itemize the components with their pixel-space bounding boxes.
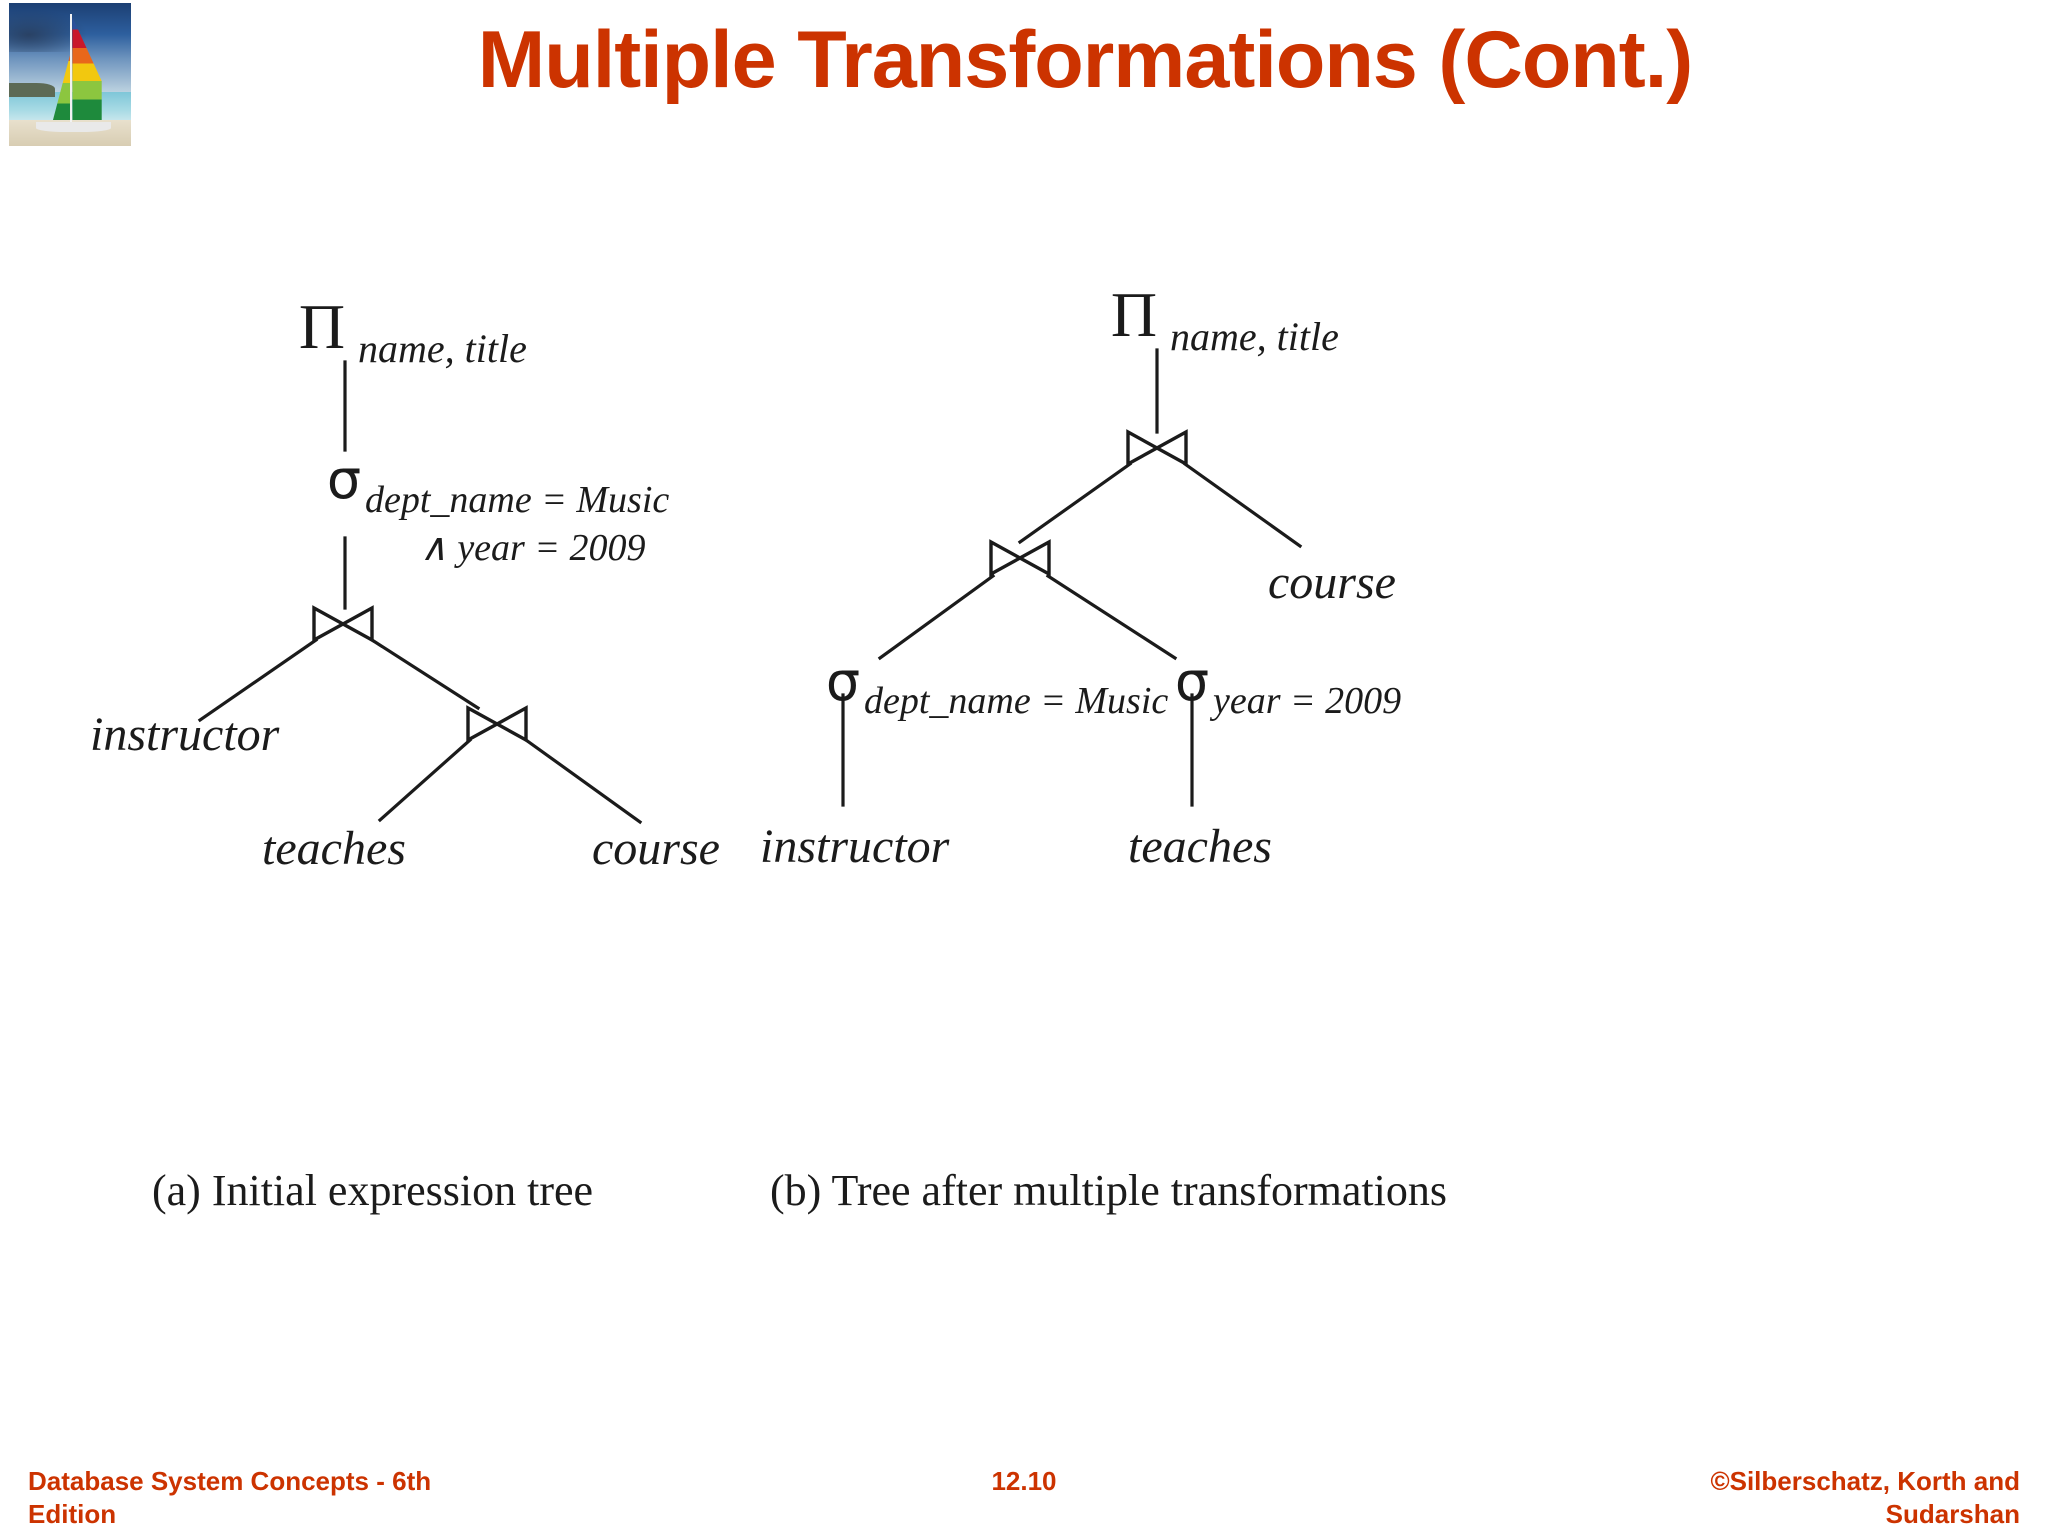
edge-b-joininner-selectdept xyxy=(877,573,996,661)
node-a-select-symbol: σ xyxy=(327,448,361,511)
logo-hull xyxy=(35,121,112,132)
node-a-select-subscript-line1: dept_name = Music xyxy=(365,479,669,521)
footer-book-title: Database System Concepts - 6th Edition xyxy=(28,1465,648,1530)
join-node-b-inner xyxy=(989,539,1051,577)
caption-transformed-tree: (b) Tree after multiple transformations xyxy=(770,1166,1447,1215)
slide-title: Multiple Transformations (Cont.) xyxy=(477,15,1693,105)
footer-page-number: 12.10 xyxy=(991,1466,1057,1496)
node-a-leaf-teaches: teaches xyxy=(262,822,406,875)
edge-a-join-instructor xyxy=(197,637,319,723)
footer-copyright: ©Silberschatz, Korth and Sudarshan xyxy=(1360,1465,2020,1530)
edge-a-joininner-course xyxy=(523,737,643,825)
edge-b-joininner-selectyear xyxy=(1045,573,1178,661)
slide-footer: Database System Concepts - 6th Edition 1… xyxy=(0,1465,2048,1536)
expression-trees-svg: Π name, title σ dept_name = Music ∧ year… xyxy=(90,279,1401,875)
logo-headland xyxy=(9,83,56,98)
logo-mast xyxy=(70,14,72,126)
node-a-project-subscript: name, title xyxy=(358,326,527,371)
edge-a-join-joininner xyxy=(369,637,481,711)
node-a-project-symbol: Π xyxy=(299,291,345,362)
edge-a-joininner-teaches xyxy=(377,737,473,823)
node-b-project-subscript: name, title xyxy=(1170,314,1339,359)
node-a-select-subscript-line2: ∧ year = 2009 xyxy=(420,527,645,569)
edge-b-join-joininner xyxy=(1017,461,1133,545)
node-b-project-symbol: Π xyxy=(1111,279,1157,350)
node-b-select-year-subscript: year = 2009 xyxy=(1209,680,1401,722)
node-b-select-dept-subscript: dept_name = Music xyxy=(864,680,1168,722)
node-b-leaf-teaches: teaches xyxy=(1128,820,1272,873)
node-b-select-year-symbol: σ xyxy=(1175,650,1209,713)
footer-book-title-line2: Edition xyxy=(28,1498,117,1529)
caption-initial-tree: (a) Initial expression tree xyxy=(152,1166,594,1215)
node-b-leaf-instructor: instructor xyxy=(760,820,950,873)
footer-copyright-line2: Sudarshan xyxy=(1885,1498,2020,1529)
join-node-a-top xyxy=(312,605,374,643)
expression-tree-figure: Π name, title σ dept_name = Music ∧ year… xyxy=(0,250,2048,1010)
footer-copyright-line1: ©Silberschatz, Korth and xyxy=(1710,1466,2020,1496)
sailboat-logo xyxy=(8,2,132,147)
edge-b-join-course xyxy=(1182,461,1303,549)
footer-book-title-line1: Database System Concepts - 6th xyxy=(28,1466,432,1496)
node-a-leaf-course: course xyxy=(592,822,720,875)
join-node-a-inner xyxy=(466,705,528,743)
join-node-b-top xyxy=(1126,429,1188,467)
node-b-select-dept-symbol: σ xyxy=(826,650,860,713)
node-a-leaf-instructor: instructor xyxy=(90,708,280,761)
node-b-leaf-course: course xyxy=(1268,556,1396,609)
